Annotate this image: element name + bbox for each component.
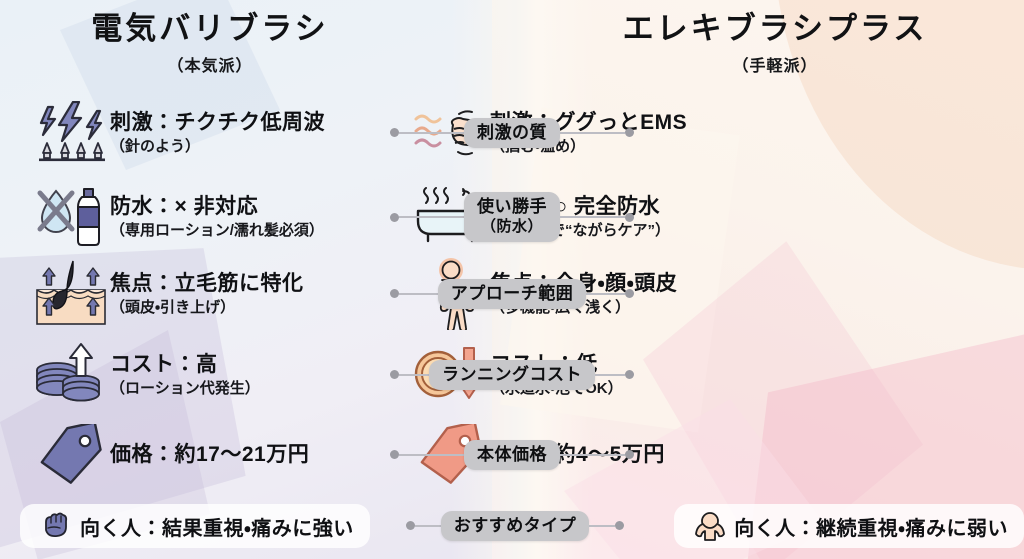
row-left-text: 刺激：チクチク低周波 （針のよう） — [110, 110, 325, 156]
row-left-sub: （専用ローション/濡れ髪必須） — [110, 221, 324, 239]
header-left-title: 電気バリブラシ — [91, 11, 329, 46]
connector-dot-left — [405, 521, 415, 531]
comparison-row-stimulus: 刺激：チクチク低周波 （針のよう） 刺激の質 — [0, 94, 1024, 172]
row-center-connector: 本体価格 — [390, 416, 634, 494]
row-left-cell: 防水：× 非対応 （専用ローション/濡れ髪必須） — [0, 178, 390, 256]
recommendation-left-text: 向く人：結果重視・痛みに強い — [80, 517, 354, 540]
lightning-needles-icon — [32, 98, 110, 168]
row-left-main: 焦点：立毛筋に特化 — [110, 271, 304, 295]
header-right-title: エレキブラシプラス — [622, 11, 928, 46]
no-water-bottle-icon — [32, 182, 110, 252]
connector-line-left — [399, 216, 464, 218]
row-left-cell: 価格：約17〜21万円 — [0, 416, 390, 494]
row-center-connector: アプローチ範囲 — [390, 255, 634, 333]
connector-line-right — [586, 293, 625, 295]
connector-line-left — [399, 132, 464, 134]
row-left-cell: コスト：高 （ローション代発生） — [0, 336, 390, 414]
connector-dot-left — [390, 370, 399, 380]
connector-line-left — [414, 525, 441, 527]
connector-dot-right — [625, 370, 634, 380]
connector-line-left — [399, 374, 429, 376]
price-tag-icon — [32, 420, 110, 490]
row-left-cell: 刺激：チクチク低周波 （針のよう） — [0, 94, 390, 172]
head-hands-icon — [690, 508, 730, 544]
recommendation-connector: おすすめタイプ — [370, 510, 660, 542]
row-left-text: 焦点：立毛筋に特化 （頭皮・引き上げ） — [110, 271, 304, 317]
row-left-cell: 焦点：立毛筋に特化 （頭皮・引き上げ） — [0, 255, 390, 333]
comparison-row-running-cost: コスト：高 （ローション代発生） ランニングコスト — [0, 336, 1024, 414]
connector-dot-right — [625, 289, 634, 299]
row-center-connector: 刺激の質 — [390, 94, 634, 172]
center-pill-approach[interactable]: アプローチ範囲 — [437, 278, 587, 310]
center-pill-usability[interactable]: 使い勝手（防水） — [464, 192, 560, 242]
center-pill-price[interactable]: 本体価格 — [464, 439, 560, 471]
row-left-text: 防水：× 非対応 （専用ローション/濡れ髪必須） — [110, 194, 324, 240]
recommendation-card-left[interactable]: 向く人：結果重視・痛みに強い — [20, 504, 370, 548]
connector-dot-right — [625, 212, 634, 222]
recommendation-card-right[interactable]: 向く人：継続重視・痛みに弱い — [674, 504, 1024, 548]
center-pill-usability-sub: （防水） — [480, 218, 543, 236]
connector-dot-right — [625, 128, 634, 138]
connector-dot-right — [625, 450, 634, 460]
row-left-main: 防水：× 非対応 — [110, 194, 259, 218]
connector-line-left — [399, 454, 464, 456]
row-left-main: コスト：高 — [110, 352, 218, 376]
connector-dot-right — [615, 521, 625, 531]
recommendation-bar: 向く人：結果重視・痛みに強い おすすめタイプ 向く人：継続重視・痛みに弱い — [0, 499, 1024, 553]
connector-line-right — [595, 374, 625, 376]
connector-line-right — [560, 216, 625, 218]
center-pill-stimulus[interactable]: 刺激の質 — [464, 117, 560, 149]
row-left-sub: （頭皮・引き上げ） — [110, 298, 236, 316]
connector-dot-left — [390, 289, 399, 299]
row-left-sub: （針のよう） — [110, 137, 201, 155]
row-left-sub: （ローション代発生） — [110, 379, 260, 397]
hair-follicle-icon — [32, 259, 110, 329]
connector-dot-left — [390, 450, 399, 460]
row-left-main: 価格：約17〜21万円 — [110, 443, 310, 467]
row-center-connector: ランニングコスト — [390, 336, 634, 414]
comparison-row-price: 価格：約17〜21万円 本体価格 価格：約4〜5万円 — [0, 416, 1024, 494]
center-pill-recommendation[interactable]: おすすめタイプ — [440, 510, 590, 542]
row-center-connector: 使い勝手（防水） — [390, 178, 634, 256]
header-right-subtitle: （手軽派） — [732, 58, 818, 76]
connector-line-right — [560, 454, 625, 456]
recommendation-right-text: 向く人：継続重視・痛みに弱い — [734, 517, 1008, 540]
header-right: エレキブラシプラス （手軽派） — [560, 10, 990, 76]
row-left-main: 刺激：チクチク低周波 — [110, 110, 325, 134]
connector-line-right — [589, 525, 616, 527]
row-left-text: 価格：約17〜21万円 — [110, 442, 309, 468]
connector-dot-left — [390, 212, 399, 222]
connector-dot-left — [390, 128, 399, 138]
row-left-text: コスト：高 （ローション代発生） — [110, 352, 260, 398]
comparison-row-approach: 焦点：立毛筋に特化 （頭皮・引き上げ） アプローチ範囲 — [0, 255, 1024, 333]
header-left: 電気バリブラシ （本気派） — [0, 10, 420, 76]
comparison-row-waterproof: 防水：× 非対応 （専用ローション/濡れ髪必須） 使い勝手（防水） — [0, 178, 1024, 256]
center-pill-usability-main: 使い勝手 — [477, 197, 547, 217]
connector-line-left — [399, 293, 438, 295]
fist-icon — [36, 508, 76, 544]
connector-line-right — [560, 132, 625, 134]
center-pill-running-cost[interactable]: ランニングコスト — [429, 359, 595, 391]
header-left-subtitle: （本気派） — [167, 58, 253, 76]
coins-up-arrow-icon — [32, 340, 110, 410]
